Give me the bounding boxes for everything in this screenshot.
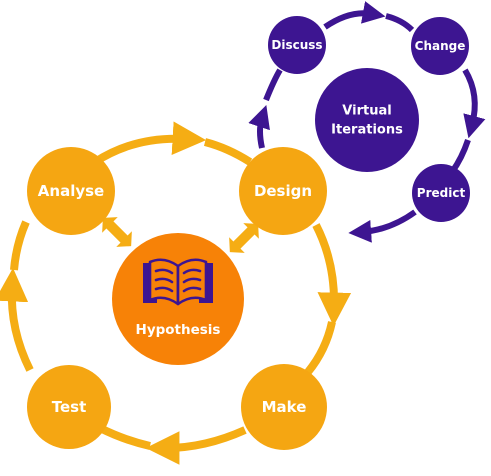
design-node	[239, 147, 327, 235]
arrow-right-connector	[304, 321, 336, 375]
double-arrow-analyse-hypothesis	[102, 217, 132, 247]
design-label: Design	[254, 182, 312, 200]
arrow-right-connector	[449, 139, 471, 174]
arrow-bottom-left-connector	[98, 424, 151, 450]
change-node	[411, 17, 469, 75]
analyse-node	[27, 147, 115, 235]
book-icon	[143, 258, 213, 306]
analyse-label: Analyse	[38, 182, 104, 200]
arrow-analyse-to-design	[92, 121, 207, 166]
change-label: Change	[415, 39, 466, 53]
arrow-design-to-make	[312, 223, 352, 327]
virtual-iterations-node	[315, 68, 419, 172]
arrow-left-connector	[263, 68, 283, 102]
double-arrow-design-hypothesis	[229, 223, 259, 253]
test-label: Test	[52, 398, 87, 416]
arrow-top-right-connector	[203, 138, 253, 166]
predict-label: Predict	[417, 186, 466, 200]
arrow-change-to-predict	[462, 68, 486, 139]
hypothesis-label: Hypothesis	[136, 322, 221, 338]
predict-node	[412, 164, 470, 222]
arrow-predict-to-design	[348, 209, 417, 243]
arrow-discuss-to-change	[323, 1, 386, 30]
virtual-cycle	[248, 1, 486, 243]
virtual-iterations-line2: Iterations	[331, 123, 403, 138]
arrow-test-to-analyse	[0, 267, 34, 372]
discuss-node	[268, 16, 326, 74]
arrow-design-to-discuss	[248, 105, 270, 149]
arrow-left-connector	[10, 220, 30, 271]
test-node	[27, 365, 111, 449]
arrow-top-connector	[385, 13, 415, 33]
arrow-make-to-test	[145, 426, 247, 465]
discuss-label: Discuss	[271, 38, 322, 52]
virtual-iterations-line1: Virtual	[342, 104, 391, 119]
make-node	[241, 364, 327, 450]
make-label: Make	[262, 398, 307, 416]
